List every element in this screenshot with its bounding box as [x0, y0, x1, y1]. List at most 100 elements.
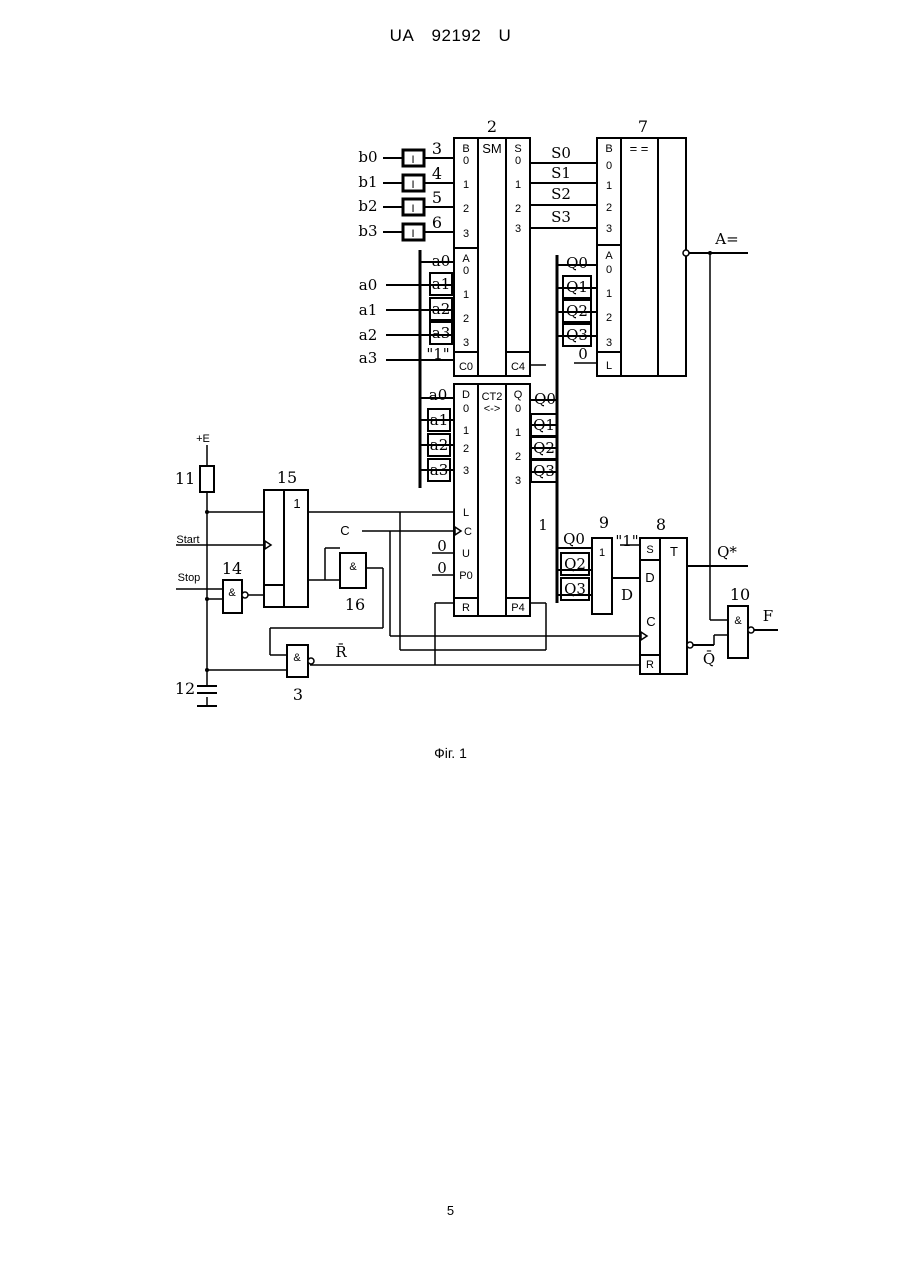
signal-s3: S3: [551, 208, 571, 226]
signal-s2: S2: [551, 185, 571, 203]
buffer-5-symbol: I: [411, 203, 414, 215]
block-2-a1-pin: 1: [463, 289, 469, 301]
bus-a0-adder: a0: [432, 252, 451, 270]
gate-q0: Q0: [563, 530, 585, 548]
signal-b2: b2: [358, 197, 377, 215]
trigger-8-s: S: [646, 544, 653, 556]
signal-s1: S1: [551, 164, 571, 182]
signal-s0: S0: [551, 144, 571, 162]
cmp-l-zero: 0: [578, 345, 588, 363]
block-2-s3-pin: 3: [515, 223, 521, 235]
block-2-s1-pin: 1: [515, 179, 521, 191]
signal-a2-in: a2: [359, 326, 378, 344]
trigger-8-set-one: "1": [615, 532, 638, 550]
output-q-bar: Q̄: [703, 650, 715, 668]
bus-a2-counter: a2: [430, 436, 449, 454]
buffer-4-symbol: I: [411, 179, 414, 191]
ct-q2: Q2: [533, 439, 555, 457]
ct-q0: Q0: [534, 390, 556, 408]
block-7-comparator: 7 = = B 0 1 2 3 A 0 1 2 3 L: [597, 117, 686, 376]
block-2-a3-pin: 3: [463, 337, 469, 349]
counter-q3-pin: 3: [515, 475, 521, 487]
block-7-a2-pin: 2: [606, 312, 612, 324]
block-7-b2-pin: 2: [606, 202, 612, 214]
counter-c-pin: C: [464, 526, 472, 538]
ct-q1: Q1: [533, 416, 555, 434]
counter-d0-pin: 0: [463, 403, 469, 415]
trigger-8-r: R: [646, 659, 654, 671]
ct-q3: Q3: [533, 462, 555, 480]
block-2-title: SM: [482, 141, 502, 156]
stop-label: Stop: [178, 572, 201, 584]
block-2-number: 2: [487, 117, 497, 136]
block-7-l: L: [606, 360, 612, 372]
trigger-13: 15 1: [264, 468, 308, 607]
block-2-a-label: A: [462, 253, 470, 265]
bus-a1-adder: a1: [432, 275, 451, 293]
gate-10-number: 10: [730, 585, 750, 604]
block-7-b3-pin: 3: [606, 223, 612, 235]
counter-d1-pin: 1: [463, 425, 469, 437]
gate-10-symbol: &: [734, 615, 742, 627]
gate-9-or: 9 1: [592, 513, 612, 614]
signal-b1: b1: [358, 173, 377, 191]
counter-direction: <->: [484, 403, 501, 415]
block-7-title: = =: [630, 141, 649, 156]
bus-label-1: 1: [538, 516, 548, 534]
signal-a1-in: a1: [359, 301, 378, 319]
figure-caption: Фіг. 1: [0, 745, 901, 761]
trigger-8-d: D: [645, 570, 654, 585]
block-7-a-label: A: [605, 250, 613, 262]
signal-a3-in: a3: [359, 349, 378, 367]
gate-10-and: 10 &: [728, 585, 754, 658]
block-2-b2-pin: 2: [463, 203, 469, 215]
counter-d3-pin: 3: [463, 465, 469, 477]
block-2-b1-pin: 1: [463, 179, 469, 191]
block-2-adder: 2 SM B 0 1 2 3 A 0 1 2 3 C0 S 0 1 2 3 C4: [454, 117, 530, 376]
trigger-13-title: 1: [293, 496, 300, 511]
output-q-star: Q*: [717, 543, 737, 561]
cmp-q0: Q0: [566, 254, 588, 272]
trigger-8-title: T: [670, 544, 678, 559]
bus-a3-counter: a3: [430, 461, 449, 479]
counter-title: CT2: [482, 391, 503, 403]
buffer-3-symbol: I: [411, 154, 414, 166]
block-2-b-label: B: [462, 143, 469, 155]
p0-zero: 0: [437, 559, 447, 577]
gate-15-symbol: &: [349, 561, 357, 573]
block-2-s2-pin: 2: [515, 203, 521, 215]
gate9-out-d: D: [621, 586, 633, 604]
counter-p0-pin: P0: [459, 570, 472, 582]
gate-16-symbol: &: [293, 652, 301, 664]
counter-q2-pin: 2: [515, 451, 521, 463]
input-buffers: I I I I 3 4 5 6 b0 b1 b2 b3: [358, 139, 442, 240]
bus-a2-adder: a2: [432, 300, 451, 318]
page-number: 5: [0, 1203, 901, 1218]
trigger-13-number: 15: [277, 468, 297, 487]
block-7-b0-pin: 0: [606, 160, 612, 172]
output-a-equal: A=: [714, 230, 738, 248]
resistor-11-number: 11: [175, 469, 195, 488]
block-7-b-label: B: [605, 143, 612, 155]
gate-14-symbol: &: [228, 587, 236, 599]
block-7-a0-pin: 0: [606, 264, 612, 276]
bus-a0-counter: a0: [429, 386, 448, 404]
capacitor-12-number: 12: [175, 679, 195, 698]
s-outputs: S0 S1 S2 S3: [551, 144, 571, 226]
counter-d2-pin: 2: [463, 443, 469, 455]
rc-network: 11 +E 12: [175, 433, 217, 706]
block-2-a2-pin: 2: [463, 313, 469, 325]
counter-l-pin: L: [463, 507, 469, 519]
clock-input-c: C: [340, 523, 349, 538]
block-2-b0-pin: 0: [463, 155, 469, 167]
signal-a0-in: a0: [359, 276, 378, 294]
power-label: +E: [196, 433, 210, 445]
block-2-c0: C0: [459, 361, 473, 373]
counter-p4-pin: P4: [511, 602, 524, 614]
counter-ct2: CT2 <-> D 0 1 2 3 Q 0 1 2 3 L C U P0 R P…: [454, 384, 530, 616]
block-2-b3-pin: 3: [463, 228, 469, 240]
trigger-8-c: C: [646, 614, 655, 629]
block-2-s0-pin: 0: [515, 155, 521, 167]
block-7-b1-pin: 1: [606, 180, 612, 192]
u-zero: 0: [437, 537, 447, 555]
